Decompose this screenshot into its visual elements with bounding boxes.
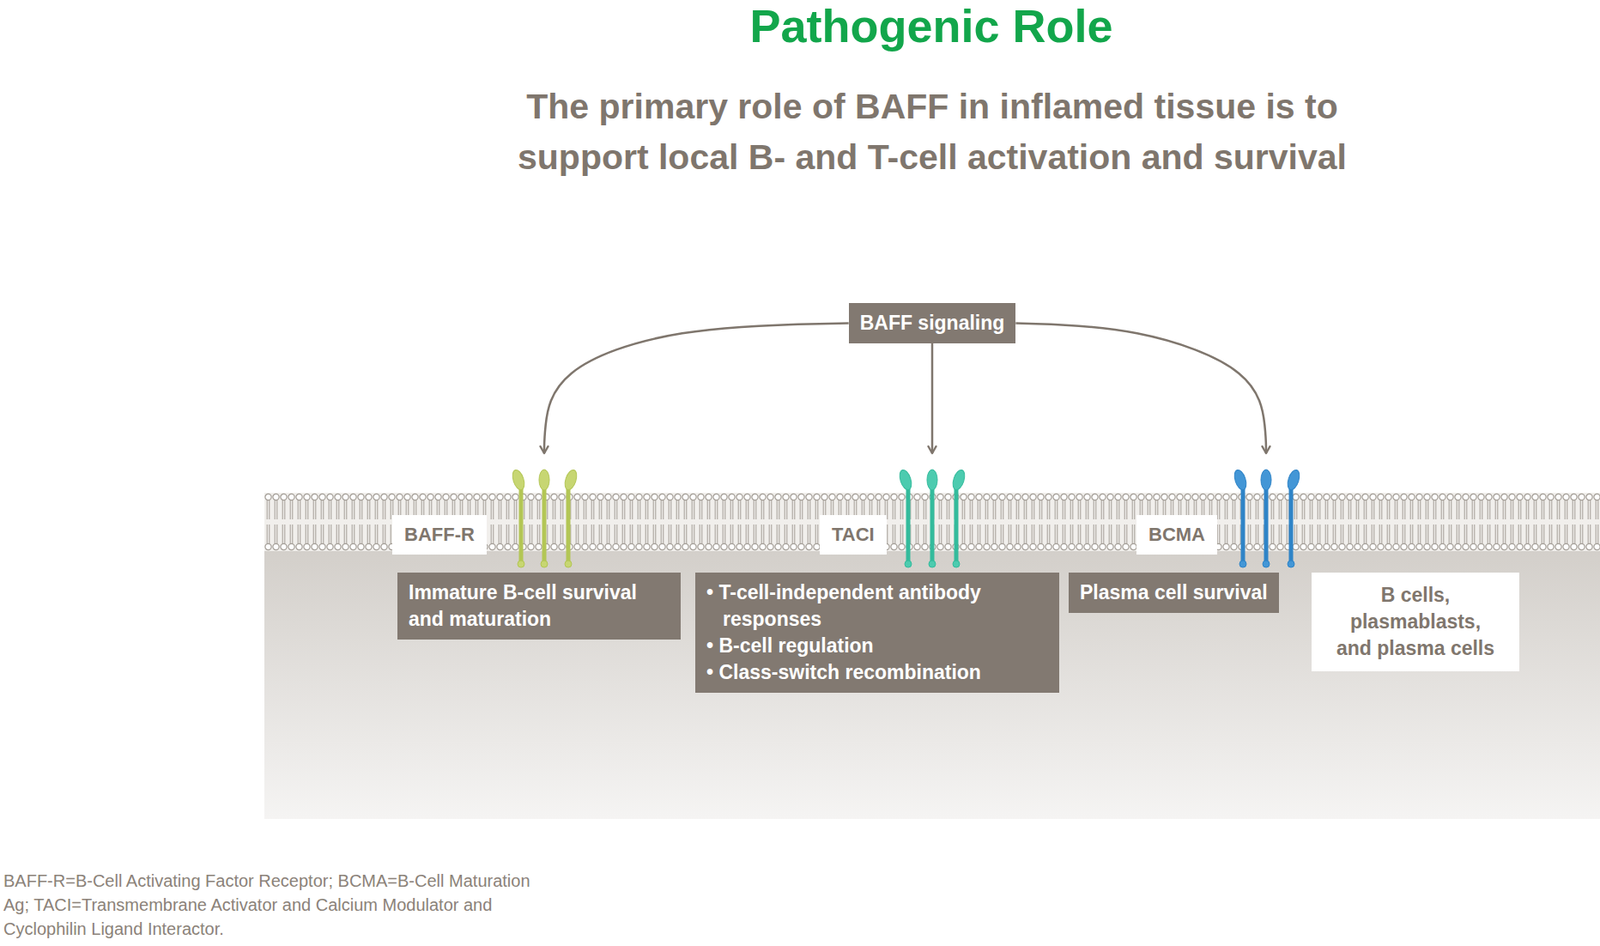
signal-arrow [544,323,849,455]
cell-type-box: B cells, plasmablasts, and plasma cells [1311,572,1520,672]
receptor-label-box: TACI [819,515,887,555]
receptor-name: BAFF-R [404,522,475,547]
footnote-text: BAFF-R=B-Cell Activating Factor Receptor… [3,868,553,941]
receptor-name: TACI [831,522,875,547]
box-text: • T-cell-independent antibody responses [706,579,1049,633]
function-box: Immature B-cell survival and maturation [397,572,681,640]
receptor-name: BCMA [1148,522,1206,547]
receptor-group: TACI [819,453,966,569]
page-title: Pathogenic Role [330,1,1533,50]
box-text: BAFF signaling [860,309,1006,337]
function-box: Plasma cell survival [1068,572,1279,613]
receptor-symbol [1232,468,1303,568]
receptor-symbol [897,468,968,568]
signal-arrow [1015,323,1267,455]
receptor-symbol [510,468,580,568]
box-text: B cells, plasmablasts, and plasma cells [1333,581,1498,662]
subtitle-text: The primary role of BAFF in inflamed tis… [331,81,1534,183]
receptor-label-box: BAFF-R [392,515,487,555]
receptor-group: BAFF-R [392,453,590,569]
signal-box: BAFF signaling [848,303,1017,344]
box-text: • Class-switch recombination [706,659,1049,686]
function-box: • T-cell-independent antibody responses•… [695,572,1060,693]
box-text: Immature B-cell survival and maturation [408,579,670,633]
receptor-group: BCMA [1136,453,1300,569]
cell-interior [264,551,1600,819]
box-text: Plasma cell survival [1079,579,1268,607]
signal-arrow [931,343,934,454]
receptor-label-box: BCMA [1136,515,1218,555]
box-text: • B-cell regulation [706,632,1049,660]
